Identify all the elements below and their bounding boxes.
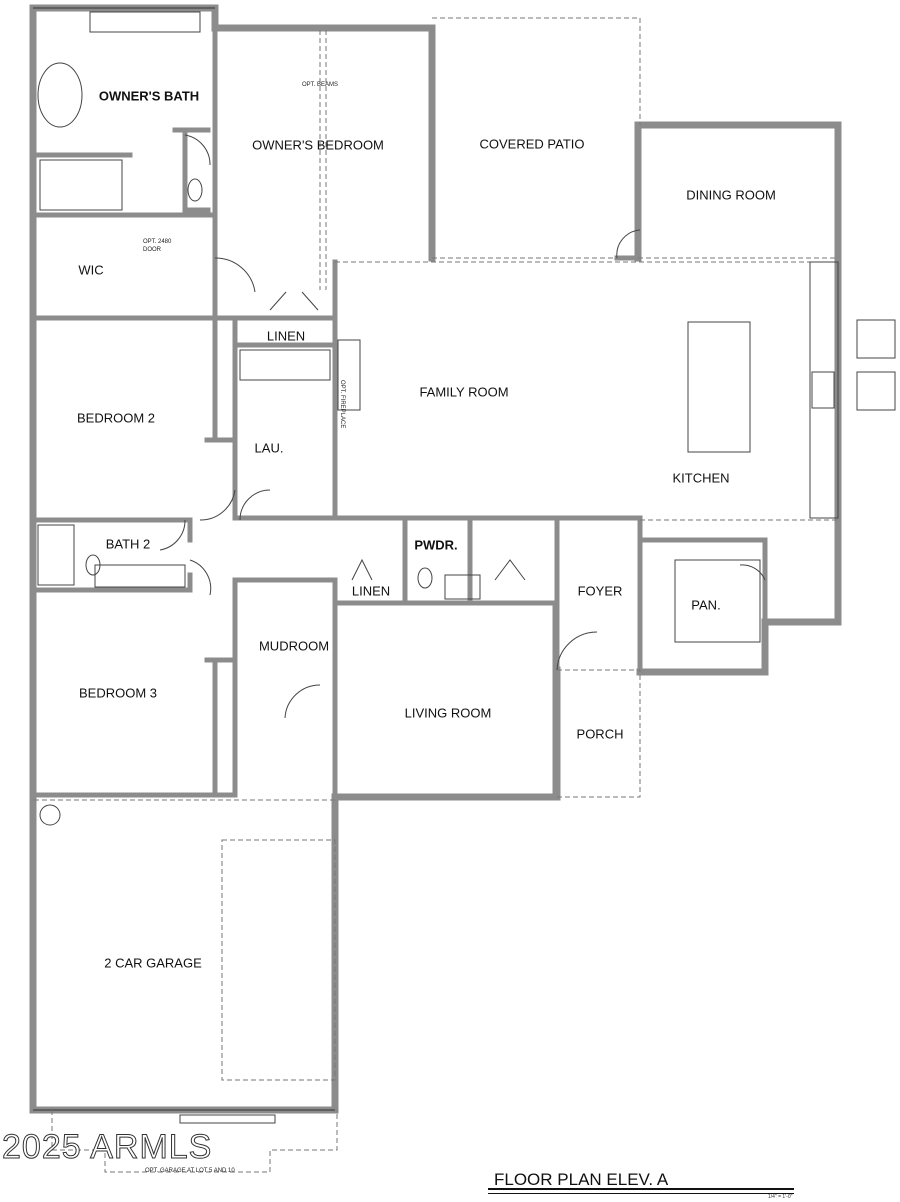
room-label-covered-patio: COVERED PATIO xyxy=(479,136,585,152)
stool xyxy=(856,371,896,411)
bathtub xyxy=(37,62,83,128)
room-label-mudroom: MUDROOM xyxy=(258,638,330,654)
note-opt-door: OPT. 2480 DOOR xyxy=(143,239,172,253)
room-label-pwdr: PWDR. xyxy=(414,537,458,553)
shower xyxy=(39,159,123,211)
room-label-porch: PORCH xyxy=(576,726,624,742)
vanity-2 xyxy=(444,574,481,600)
note-opt-garage: OPT. GARAGE AT LOT 5 AND 10 xyxy=(145,1168,235,1174)
toilet xyxy=(187,178,203,202)
room-label-linen-2: LINEN xyxy=(351,583,391,599)
room-label-wic: WIC xyxy=(78,262,104,278)
fireplace xyxy=(337,339,361,411)
scale-note: 1/4" = 1'-0" xyxy=(768,1194,793,1200)
shower-2 xyxy=(37,524,75,586)
title-underline xyxy=(488,1188,794,1194)
toilet-3 xyxy=(417,567,433,589)
vanity xyxy=(94,564,186,588)
room-label-living-room: LIVING ROOM xyxy=(404,705,492,721)
interior-wall xyxy=(30,5,768,800)
opening-boundary xyxy=(33,17,838,1173)
room-label-family-room: FAMILY ROOM xyxy=(419,384,509,400)
room-label-dining-room: DINING ROOM xyxy=(686,187,776,203)
kitchen-counter xyxy=(809,261,839,519)
laundry-counter xyxy=(239,349,331,381)
watermark: 2025 ARMLS xyxy=(1,1128,213,1167)
exterior-wall xyxy=(29,4,842,1114)
room-label-owners-bedroom: OWNER'S BEDROOM xyxy=(252,137,384,153)
note-opt-fireplace: OPT. FIREPLACE xyxy=(339,380,345,429)
room-label-lau: LAU. xyxy=(254,440,284,456)
room-label-linen: LINEN xyxy=(266,328,306,344)
room-label-bath-2: BATH 2 xyxy=(105,536,151,552)
room-label-bedroom-2: BEDROOM 2 xyxy=(76,410,156,426)
garage-door xyxy=(179,1114,276,1124)
room-label-bedroom-3: BEDROOM 3 xyxy=(78,685,158,701)
room-label-garage: 2 CAR GARAGE xyxy=(104,955,202,971)
kitchen-island xyxy=(687,321,751,453)
plan-title: FLOOR PLAN ELEV. A xyxy=(494,1170,669,1189)
room-label-owners-bath: OWNER'S BATH xyxy=(98,88,200,104)
stool xyxy=(856,319,896,359)
wall-outline xyxy=(33,7,335,1111)
pantry-shelf xyxy=(674,559,761,643)
room-label-pan: PAN. xyxy=(691,597,721,613)
sinks xyxy=(89,11,201,33)
note-opt-beams: OPT. BEAMS xyxy=(302,82,339,88)
room-label-foyer: FOYER xyxy=(577,583,623,599)
door-swing xyxy=(159,134,766,719)
room-label-kitchen: KITCHEN xyxy=(672,470,730,486)
water-heater xyxy=(39,804,61,826)
range xyxy=(811,371,835,409)
